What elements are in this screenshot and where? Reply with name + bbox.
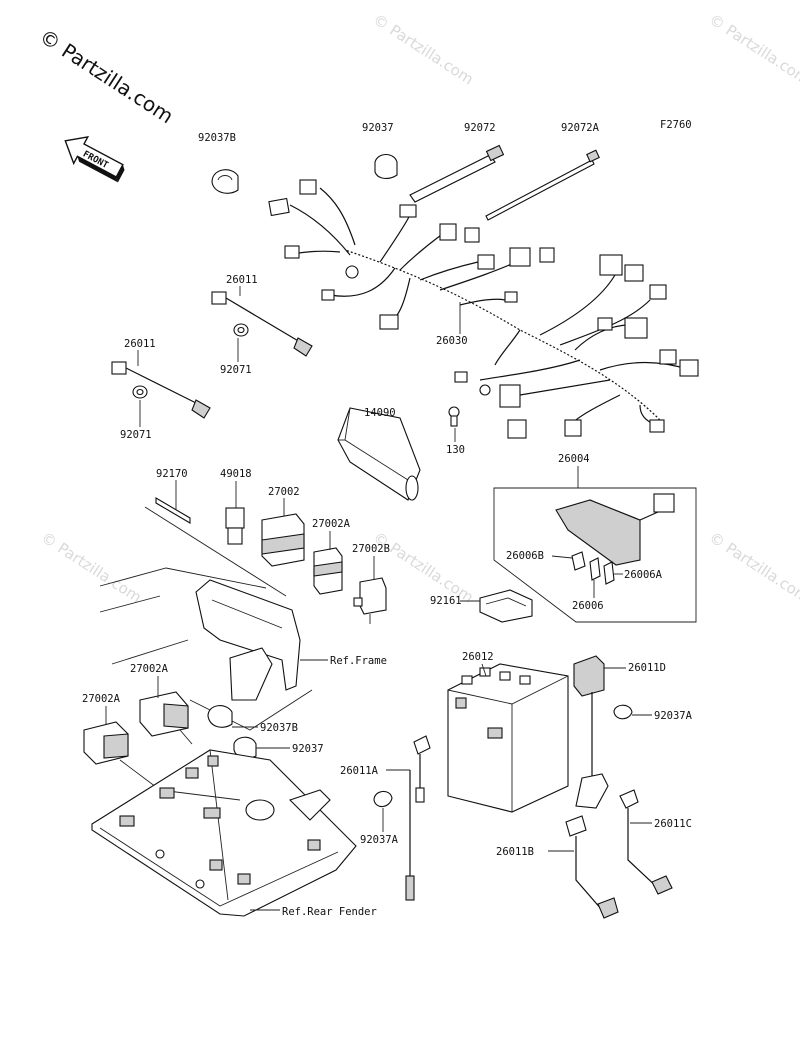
front-arrow-icon: FRONT: [64, 135, 125, 183]
label-26004: 26004: [558, 453, 590, 465]
label-92161: 92161: [430, 595, 462, 607]
label-14090: 14090: [364, 407, 396, 419]
figure-code: F2760: [660, 119, 692, 131]
main-harness-26030: [268, 179, 699, 439]
label-92072: 92072: [464, 122, 496, 134]
label-26011C: 26011C: [654, 818, 692, 830]
label-27002B: 27002B: [352, 543, 390, 555]
box-26004: [493, 487, 697, 623]
label-92071-lower: 92071: [120, 429, 152, 441]
watermark-faint-3: © Partzilla.com: [38, 528, 145, 606]
watermark-main: © Partzilla.com: [35, 24, 178, 128]
case-92161: [479, 589, 533, 623]
label-92170: 92170: [156, 468, 188, 480]
label-92037A-mid: 92037A: [360, 834, 399, 846]
label-27002: 27002: [268, 486, 300, 498]
lead-26011B: [565, 815, 619, 919]
lead-26011A: [405, 735, 431, 901]
label-27002A-left2: 27002A: [130, 663, 169, 675]
relay-27002B: [353, 577, 387, 624]
label-27002A-left1: 27002A: [82, 693, 121, 705]
clamp-92037-top: [374, 153, 398, 179]
relay-27002A-left2: [139, 691, 189, 737]
tie-92072: [409, 144, 505, 203]
cover-14090: [337, 407, 421, 501]
label-26006: 26006: [572, 600, 604, 612]
label-92037-top: 92037: [362, 122, 394, 134]
label-92037A-right: 92037A: [654, 710, 693, 722]
label-ref-frame: Ref.Frame: [330, 655, 387, 667]
label-ref-rear-fender: Ref.Rear Fender: [282, 906, 377, 918]
label-130: 130: [446, 444, 465, 456]
label-92037B-top: 92037B: [198, 132, 236, 144]
relay-27002A-mid: [313, 547, 343, 595]
label-26011A: 26011A: [340, 765, 379, 777]
tie-92072A: [485, 149, 600, 221]
watermark-faint-2: © Partzilla.com: [706, 10, 800, 88]
label-49018: 49018: [220, 468, 252, 480]
label-26006A: 26006A: [624, 569, 663, 581]
label-26011B: 26011B: [496, 846, 534, 858]
band-92170: [144, 497, 287, 597]
lead-26011D: [573, 655, 609, 809]
clamp-92037A-right: [613, 704, 633, 720]
label-92037-mid: 92037: [292, 743, 324, 755]
watermark-faint-5: © Partzilla.com: [706, 528, 800, 606]
frame-section: [99, 567, 313, 731]
rear-fender-tray: [91, 749, 357, 917]
grommet-92071-upper: [233, 323, 249, 337]
label-92072A: 92072A: [561, 122, 600, 134]
label-26011D: 26011D: [628, 662, 666, 674]
lead-26011-lower: [111, 361, 211, 419]
clamp-92037B-top: [211, 169, 239, 194]
watermark-faint-1: © Partzilla.com: [370, 10, 477, 88]
bolt-130: [448, 406, 460, 427]
grommet-92071-lower: [132, 385, 148, 399]
lead-26011C: [619, 789, 673, 895]
label-26006B: 26006B: [506, 550, 544, 562]
clamp-92037B-mid: [207, 705, 233, 728]
battery-26012: [447, 663, 569, 813]
label-27002A-mid: 27002A: [312, 518, 351, 530]
relay-27002A-left1: [83, 721, 129, 765]
label-26011-upper: 26011: [226, 274, 258, 286]
label-26011-lower: 26011: [124, 338, 156, 350]
label-26012: 26012: [462, 651, 494, 663]
relay-49018: [225, 507, 245, 545]
watermark-group: © Partzilla.com © Partzilla.com © Partzi…: [35, 10, 800, 606]
label-26030: 26030: [436, 335, 468, 347]
clamp-92037A-mid: [373, 790, 393, 808]
lead-26011-upper: [211, 291, 313, 357]
label-92037B-mid: 92037B: [260, 722, 298, 734]
relay-27002: [261, 513, 305, 567]
label-92071-upper: 92071: [220, 364, 252, 376]
